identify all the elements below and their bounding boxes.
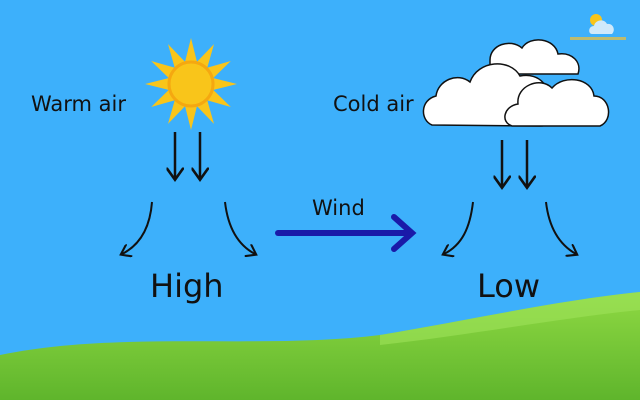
low-pressure-label: Low bbox=[477, 267, 541, 305]
cold-air-label: Cold air bbox=[333, 92, 414, 116]
high-pressure-label: High bbox=[150, 267, 224, 305]
logo bbox=[570, 14, 626, 40]
cloud-icon bbox=[422, 39, 610, 127]
diverging-air-arrows bbox=[122, 201, 576, 254]
grass-hill-back bbox=[380, 292, 640, 345]
wind-label: Wind bbox=[312, 196, 365, 220]
sun-icon bbox=[145, 38, 237, 130]
warm-air-label: Warm air bbox=[31, 92, 127, 116]
descending-air-arrows bbox=[175, 132, 527, 186]
wind-arrow bbox=[275, 214, 417, 252]
